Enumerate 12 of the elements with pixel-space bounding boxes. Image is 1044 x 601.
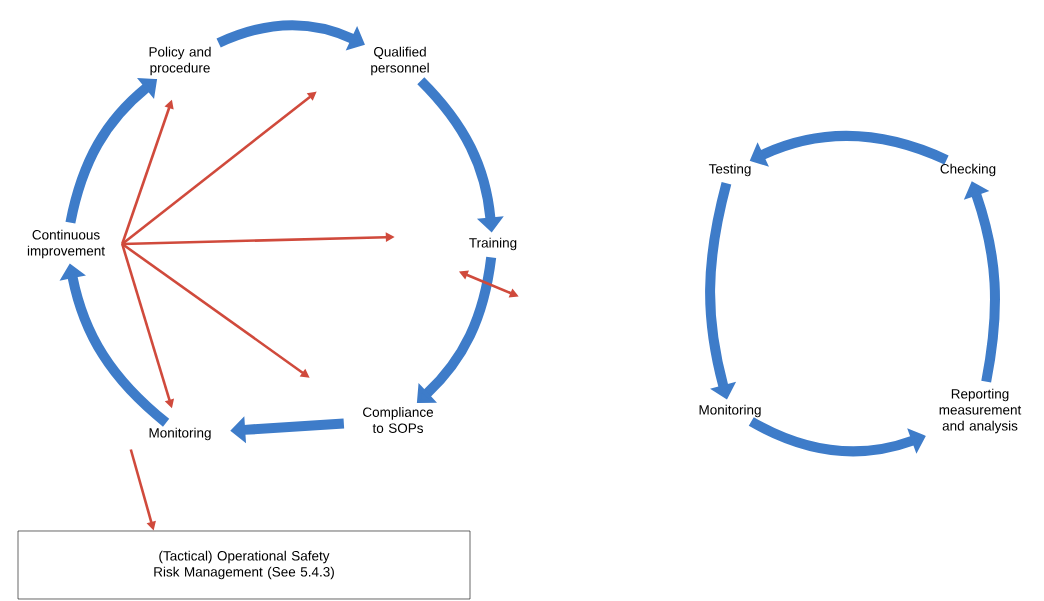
step-label: Policy and procedure — [149, 46, 211, 76]
step-label: Monitoring — [149, 427, 211, 441]
process-box: (Tactical) Operational Safety Risk Management (See 5.4.3) — [17, 530, 471, 600]
curved-arrow — [748, 417, 926, 457]
step-label: Compliance to SOPs — [363, 407, 434, 433]
step-label: Reporting measurement and analysis — [939, 388, 1022, 434]
step-label: Continuous improvement — [27, 229, 105, 259]
step-label: Checking — [940, 163, 996, 177]
step-label: Training — [469, 237, 517, 251]
step-label: Testing — [708, 163, 751, 177]
step-label: Monitoring — [699, 404, 761, 418]
step-label: Qualified personnel — [371, 46, 429, 76]
